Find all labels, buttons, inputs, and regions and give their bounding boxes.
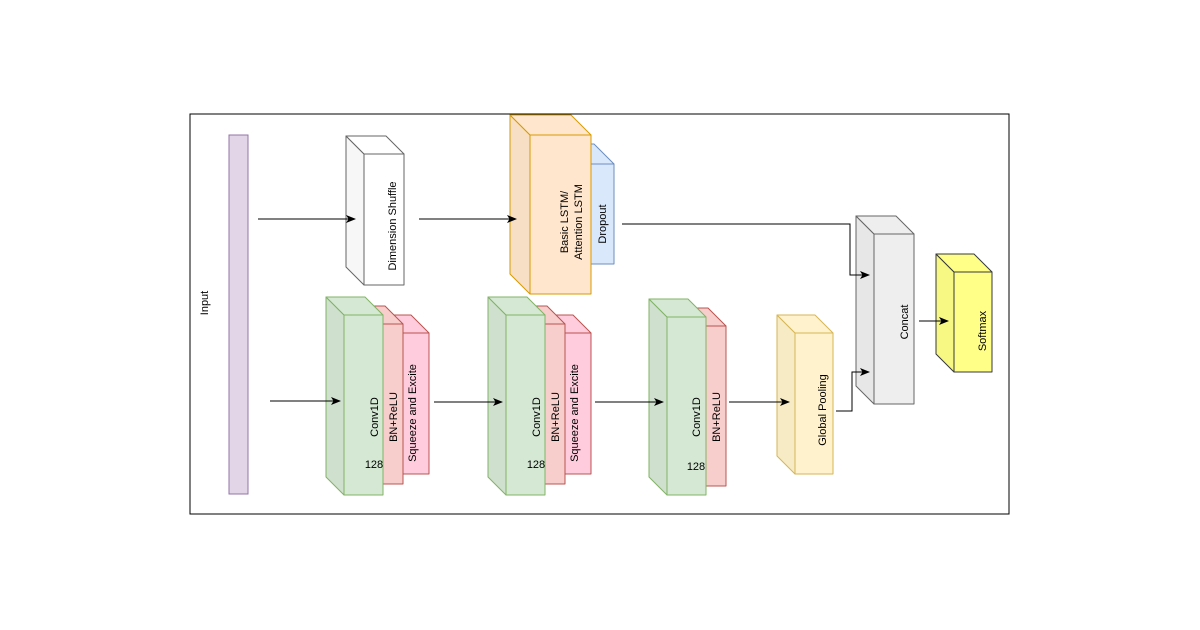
softmax-label: Softmax xyxy=(977,310,989,351)
conv1d-block-3-front-face xyxy=(666,316,707,496)
conv1d-block-3-left-face xyxy=(648,298,668,496)
dropout-label: Dropout xyxy=(597,204,609,243)
lstm-block-left-face xyxy=(509,114,531,295)
dimension-shuffle-label: Dimension Shuffle xyxy=(387,181,399,270)
concat-block-left-face xyxy=(855,215,875,405)
softmax-block xyxy=(935,253,993,373)
concat-block-front-face xyxy=(873,233,915,405)
dimension-shuffle-block xyxy=(345,135,405,286)
bn-relu-label-3: BN+ReLU xyxy=(711,392,723,442)
concat-block xyxy=(855,215,915,405)
lstm-block-front-face xyxy=(529,134,592,295)
conv1d-block-1-front-face xyxy=(343,314,384,496)
conv1d-label-2: Conv1D xyxy=(531,397,543,437)
squeeze-excite-label-1: Squeeze and Excite xyxy=(407,364,419,462)
conv1d-block-3 xyxy=(648,298,707,496)
dimension-shuffle-block-left-face xyxy=(345,135,365,286)
bn-relu-label-1: BN+ReLU xyxy=(388,392,400,442)
dimension-shuffle-block-front-face xyxy=(363,153,405,286)
filters-label-2: 128 xyxy=(527,459,545,471)
conv1d-block-2-left-face xyxy=(487,296,507,496)
conv1d-block-2-front-face xyxy=(505,314,546,496)
filters-label-3: 128 xyxy=(687,461,705,473)
global-pooling-block xyxy=(776,314,834,475)
arrow-pooling-to-concat xyxy=(836,368,870,412)
conv1d-block-1 xyxy=(325,296,384,496)
global-pooling-block-left-face xyxy=(776,314,796,475)
filters-label-1: 128 xyxy=(365,459,383,471)
global-pooling-block-front-face xyxy=(794,332,834,475)
lstm-label-line2: Attention LSTM xyxy=(573,184,585,260)
conv1d-block-2 xyxy=(487,296,546,496)
conv1d-block-1-left-face xyxy=(325,296,345,496)
concat-label: Concat xyxy=(899,305,911,340)
softmax-block-front-face xyxy=(953,271,993,373)
softmax-block-left-face xyxy=(935,253,955,373)
input-bar xyxy=(228,134,249,495)
squeeze-excite-label-2: Squeeze and Excite xyxy=(569,364,581,462)
conv1d-label-1: Conv1D xyxy=(369,397,381,437)
arrow-lstm-to-concat xyxy=(622,223,870,279)
lstm-block xyxy=(509,114,592,295)
lstm-label-line1: Basic LSTM/ xyxy=(559,190,571,253)
input-label: Input xyxy=(199,291,211,315)
global-pooling-label: Global Pooling xyxy=(817,374,829,446)
bn-relu-label-2: BN+ReLU xyxy=(550,392,562,442)
conv1d-label-3: Conv1D xyxy=(691,397,703,437)
